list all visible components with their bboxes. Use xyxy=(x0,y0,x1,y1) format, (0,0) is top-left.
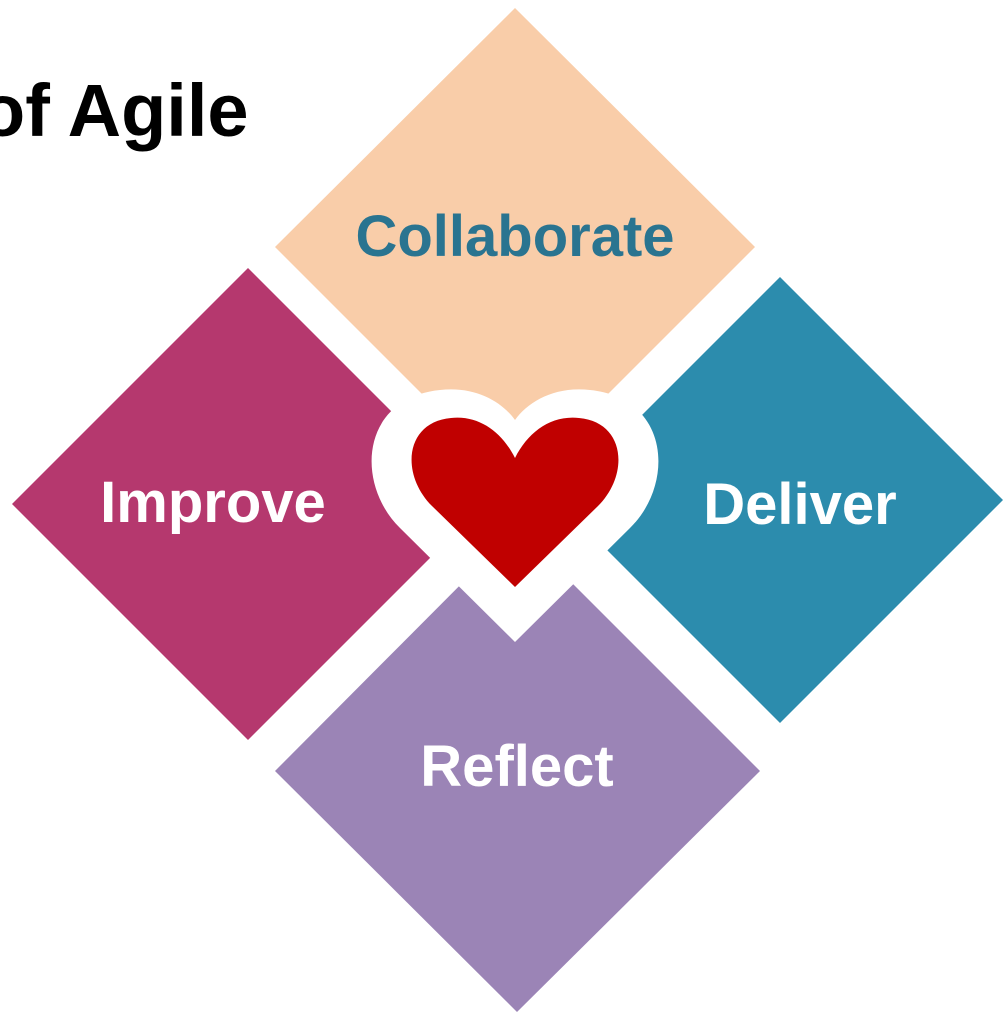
reflect-tile xyxy=(275,528,760,1012)
heart-shape xyxy=(411,417,619,587)
improve-label: Improve xyxy=(100,470,326,535)
collaborate-label: Collaborate xyxy=(355,204,674,269)
collaborate-tile xyxy=(275,8,755,487)
quadrant-deliver: Deliver xyxy=(557,277,1003,723)
page-title: of Agile xyxy=(0,69,249,152)
quadrant-collaborate: Collaborate xyxy=(275,8,755,487)
quadrant-improve: Improve xyxy=(12,268,484,740)
deliver-label: Deliver xyxy=(703,472,896,537)
deliver-tile xyxy=(557,277,1003,723)
quadrant-reflect: Reflect xyxy=(275,528,760,1012)
improve-tile xyxy=(12,268,484,740)
heart-icon xyxy=(371,389,659,642)
reflect-label: Reflect xyxy=(420,734,613,799)
